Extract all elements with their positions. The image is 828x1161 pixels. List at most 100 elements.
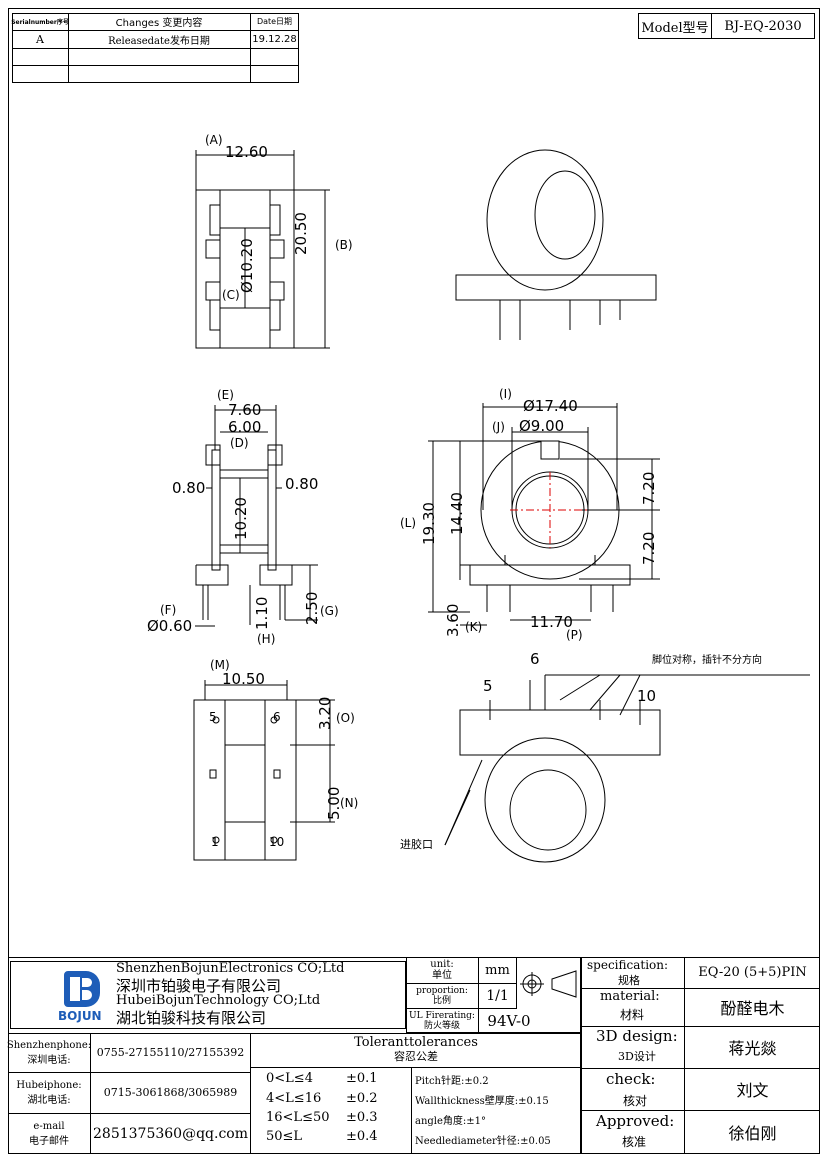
spec-label: specification:	[587, 958, 669, 972]
dim-l-label: (L)	[400, 516, 417, 530]
dim-inner-height: 14.40	[448, 492, 466, 535]
serial-header: Serialnumber序号	[11, 19, 69, 26]
material-value: 酚醛电木	[720, 999, 785, 1018]
unit-value: mm	[485, 962, 510, 978]
revision-table: Serialnumber序号 Changes 变更内容 Date日期 A Rel…	[11, 13, 299, 83]
approved-value: 徐伯刚	[728, 1124, 777, 1143]
material-label: material:	[600, 989, 660, 1004]
ul-label: UL Firerating: 防火等级	[409, 1010, 475, 1031]
dim-m-value: 10.50	[222, 670, 265, 688]
dim-j-label: (J)	[492, 420, 505, 434]
iso-pin-5: 5	[483, 677, 493, 695]
dim-k-value: 3.60	[444, 603, 462, 637]
dim-b-value: 20.50	[292, 212, 310, 255]
tol-value-3: ±0.3	[346, 1110, 378, 1125]
dim-h-value: 1.10	[253, 596, 271, 630]
dim-top-half: 7.20	[640, 471, 658, 505]
dim-f-value: Ø0.60	[147, 617, 193, 635]
note-pitch: Pitch针距:±0.2	[415, 1076, 489, 1087]
date-header: Date日期	[256, 17, 293, 26]
company-logo: BOJUN	[56, 969, 108, 1025]
changes-header: Changes 变更内容	[115, 18, 203, 29]
material-label-cn: 材料	[620, 1008, 645, 1022]
company-cn-1: 深圳市铂骏电子有限公司	[116, 977, 282, 995]
pin-1-bottom: 1	[211, 835, 219, 849]
design-value: 蒋光燚	[728, 1039, 777, 1058]
dim-p-label: (P)	[566, 628, 583, 642]
sz-phone: 0755-27155110/27155392	[96, 1046, 245, 1059]
dim-g-label: (G)	[320, 604, 339, 618]
model-label: Model型号	[641, 20, 709, 36]
dim-i-value: Ø17.40	[523, 397, 578, 415]
dim-e-label: (E)	[217, 388, 234, 402]
dim-left-value: 0.80	[172, 479, 206, 497]
dim-d-label: (D)	[230, 436, 249, 450]
dim-b-label: (B)	[335, 238, 353, 252]
model-box: Model型号 BJ-EQ-2030	[638, 13, 815, 39]
dim-inner-value: 10.20	[232, 497, 250, 540]
sz-phone-label: Shenzhenphone:深圳电话:	[6, 1039, 92, 1066]
dim-right-value: 0.80	[285, 475, 319, 493]
iso-gate: 进胶口	[400, 838, 433, 851]
email: 2851375360@qq.com	[93, 1125, 248, 1142]
spec-label-cn: 规格	[618, 974, 640, 987]
note-wall: Wallthickness壁厚度:±0.15	[415, 1096, 549, 1107]
dim-p-value: 11.70	[530, 613, 573, 631]
spec-value: EQ-20 (5+5)PIN	[698, 965, 807, 980]
revision-serial: A	[36, 32, 44, 46]
title-block: BOJUN ShenzhenBojunElectronics CO;Ltd 深圳…	[6, 957, 820, 1154]
dim-k-label: (K)	[465, 620, 483, 634]
hb-phone-label: Hubeiphone:湖北电话:	[16, 1079, 82, 1106]
pin-5-bottom: 5	[209, 710, 217, 724]
iso-pin-6: 6	[530, 650, 540, 668]
dim-c-value: Ø10.20	[238, 238, 256, 293]
revision-change: Releasedate发布日期	[108, 35, 210, 47]
proportion-value: 1/1	[486, 987, 509, 1004]
model-value: BJ-EQ-2030	[724, 18, 802, 34]
revision-date: 19.12.28	[252, 33, 297, 45]
dim-j-value: Ø9.00	[519, 417, 565, 435]
dim-d-value: 6.00	[228, 418, 262, 436]
dim-n-label: (N)	[340, 796, 359, 810]
check-value: 刘文	[736, 1081, 769, 1100]
dim-o-label: (O)	[336, 711, 355, 725]
tol-range-3: 16<L≤50	[266, 1110, 330, 1125]
iso-note: 脚位对称，插针不分方向	[652, 655, 762, 666]
dim-l-value: 19.30	[420, 502, 438, 545]
logo-text: BOJUN	[58, 1009, 102, 1023]
company-en-1: ShenzhenBojunElectronics CO;Ltd	[116, 961, 345, 976]
dim-m-label: (M)	[210, 658, 230, 672]
iso-pin-10: 10	[637, 687, 657, 705]
dim-i-label: (I)	[499, 387, 512, 401]
tol-value-4: ±0.4	[346, 1129, 378, 1144]
dim-h-label: (H)	[257, 632, 276, 646]
company-en-2: HubeiBojunTechnology CO;Ltd	[116, 993, 321, 1008]
note-angle: angle角度:±1°	[415, 1116, 487, 1127]
check-label: check:	[606, 1070, 656, 1088]
dim-c-label: (C)	[222, 288, 240, 302]
dim-g-value: 2.50	[303, 591, 321, 625]
projection-symbol-icon	[520, 969, 578, 999]
unit-label: unit: 单位	[430, 959, 454, 981]
pin-6-bottom: 6	[273, 710, 281, 724]
dim-f-label: (F)	[160, 603, 177, 617]
design-label: 3D design:	[596, 1027, 678, 1045]
tol-range-1: 0<L≤4	[266, 1071, 313, 1086]
company-cn-2: 湖北铂骏科技有限公司	[116, 1009, 267, 1027]
hb-phone: 0715-3061868/3065989	[103, 1086, 238, 1099]
note-needle: Needlediameter针径:±0.05	[415, 1136, 551, 1147]
design-label-cn: 3D设计	[618, 1050, 656, 1063]
dim-a-label: (A)	[205, 133, 223, 147]
approved-label: Approved:	[596, 1112, 675, 1130]
pin-10-bottom: 10	[269, 835, 285, 849]
tol-range-2: 4<L≤16	[266, 1091, 322, 1106]
dim-o-value: 3.20	[316, 696, 334, 730]
tol-value-2: ±0.2	[346, 1091, 378, 1106]
tol-value-1: ±0.1	[346, 1071, 378, 1086]
dim-bottom-half: 7.20	[640, 531, 658, 565]
dim-a-value: 12.60	[225, 143, 268, 161]
check-label-cn: 核对	[623, 1094, 648, 1108]
approved-label-cn: 核准	[622, 1135, 647, 1149]
